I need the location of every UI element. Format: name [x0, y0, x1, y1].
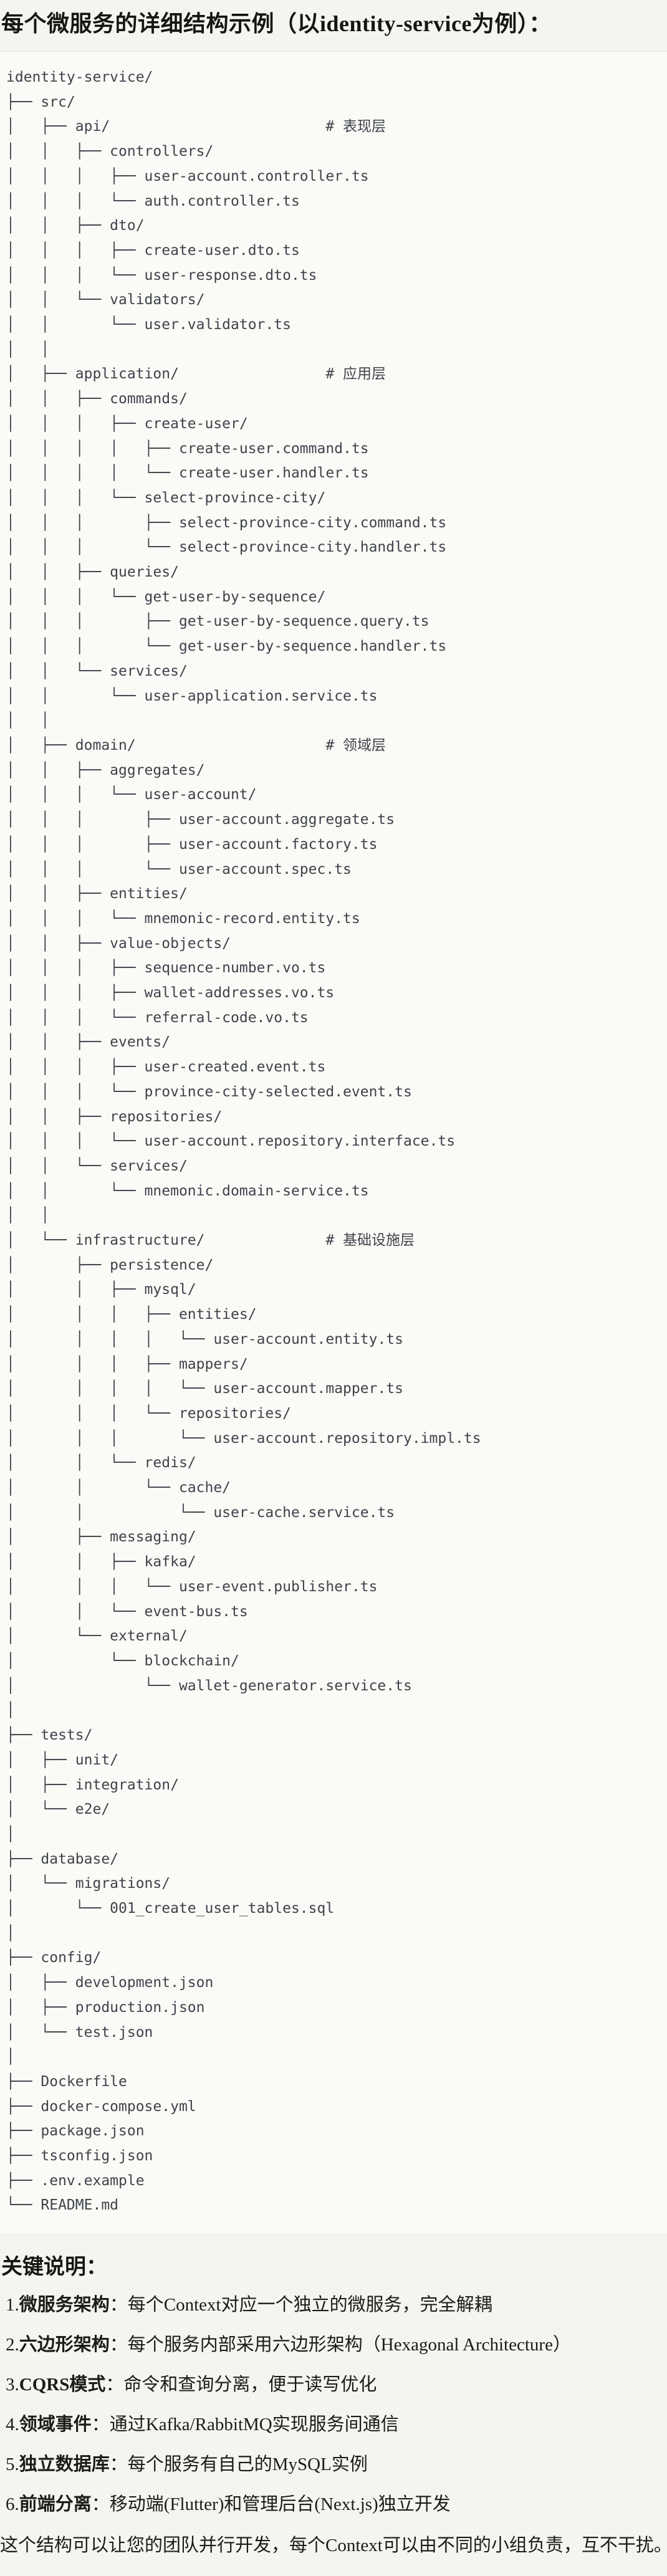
note-text: ：命令和查询分离，便于读写优化 — [105, 2375, 377, 2395]
key-note-item: 5.独立数据库：每个服务有自己的MySQL实例 — [0, 2452, 667, 2477]
note-term: 前端分离 — [19, 2494, 92, 2515]
note-number: 3. — [6, 2375, 19, 2395]
note-term: 微服务架构 — [19, 2295, 110, 2315]
page-title: 每个微服务的详细结构示例（以identity-service为例）： — [1, 11, 552, 36]
note-term: 六边形架构 — [19, 2335, 110, 2355]
note-number: 4. — [6, 2415, 19, 2435]
note-number: 5. — [6, 2454, 19, 2475]
key-notes-heading: 关键说明： — [1, 2256, 107, 2279]
key-note-item: 4.领域事件：通过Kafka/RabbitMQ实现服务间通信 — [0, 2412, 667, 2437]
note-text: ：每个Context对应一个独立的微服务，完全解耦 — [109, 2295, 492, 2315]
note-number: 1. — [6, 2295, 19, 2315]
note-term: 领域事件 — [19, 2415, 92, 2435]
note-number: 6. — [6, 2494, 19, 2515]
note-text: ：通过Kafka/RabbitMQ实现服务间通信 — [91, 2415, 399, 2435]
document-page: 每个微服务的详细结构示例（以identity-service为例）： ident… — [0, 10, 667, 2558]
note-term: CQRS模式 — [19, 2375, 106, 2395]
key-note-item: 3.CQRS模式：命令和查询分离，便于读写优化 — [0, 2372, 667, 2397]
note-number: 2. — [6, 2335, 19, 2355]
closing-paragraph: 这个结构可以让您的团队并行开发，每个Context可以由不同的小组负责，互不干扰… — [0, 2535, 667, 2556]
note-text: ：每个服务内部采用六边形架构（Hexagonal Architecture） — [109, 2335, 571, 2355]
key-notes-list: 1.微服务架构：每个Context对应一个独立的微服务，完全解耦 2.六边形架构… — [0, 2292, 667, 2517]
note-term: 独立数据库 — [19, 2454, 110, 2475]
note-text: ：移动端(Flutter)和管理后台(Next.js)独立开发 — [91, 2494, 451, 2515]
note-text: ：每个服务有自己的MySQL实例 — [109, 2454, 368, 2475]
directory-tree-code-block: identity-service/ ├── src/ │ ├── api/ # … — [0, 51, 667, 2236]
key-note-item: 1.微服务架构：每个Context对应一个独立的微服务，完全解耦 — [0, 2292, 667, 2317]
key-note-item: 2.六边形架构：每个服务内部采用六边形架构（Hexagonal Architec… — [0, 2332, 667, 2357]
key-note-item: 6.前端分离：移动端(Flutter)和管理后台(Next.js)独立开发 — [0, 2492, 667, 2517]
